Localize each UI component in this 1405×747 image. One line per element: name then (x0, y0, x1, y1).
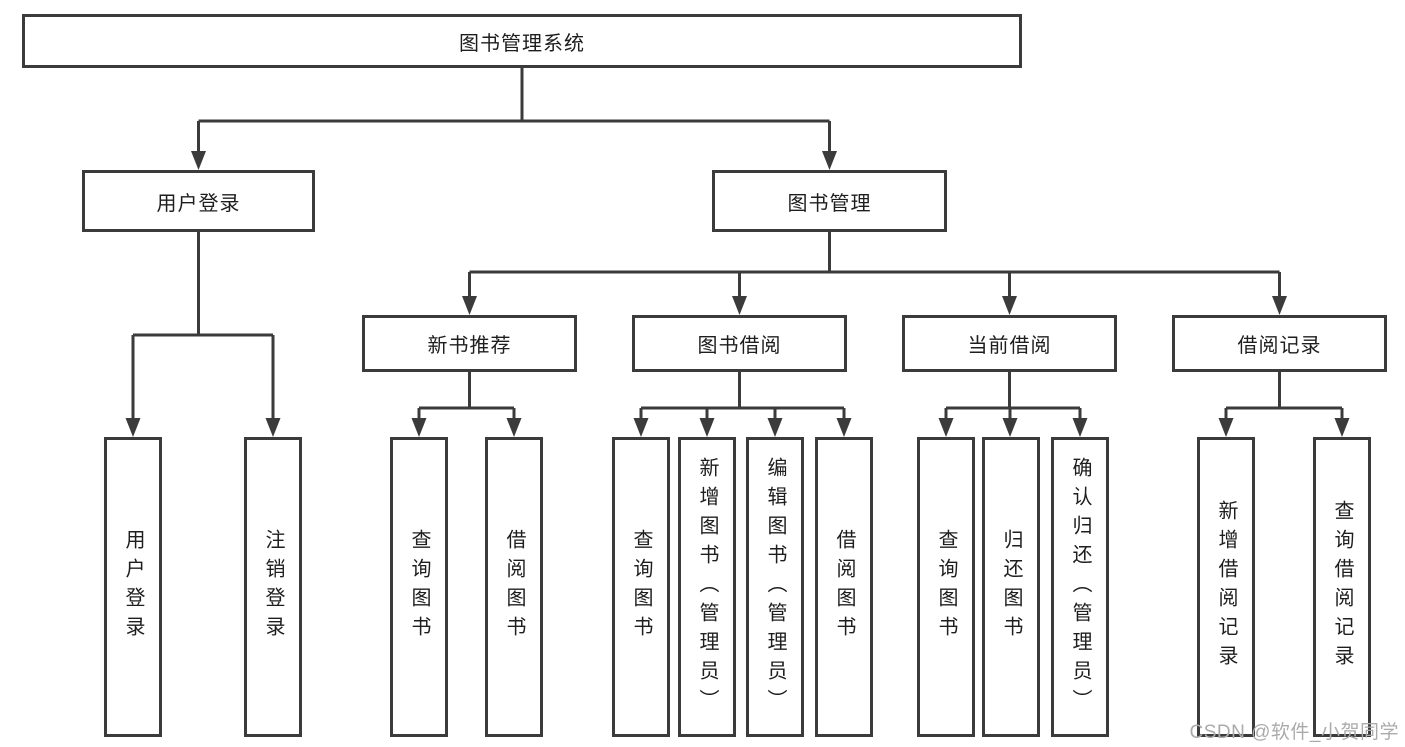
node-borrow-books-borrowing: 借阅图书 (815, 437, 873, 737)
node-label: 新增借阅记录 (1215, 500, 1237, 674)
node-label: 确认归还（管理员） (1069, 456, 1091, 718)
node-label: 借阅图书 (503, 529, 525, 645)
node-add-borrow-record: 新增借阅记录 (1197, 437, 1255, 737)
node-user-login: 用户登录 (82, 170, 315, 232)
node-label: 新增图书（管理员） (696, 456, 718, 718)
node-borrow-books-recommend: 借阅图书 (485, 437, 543, 737)
node-label: 编辑图书（管理员） (764, 456, 786, 718)
node-label: 用户登录 (122, 529, 144, 645)
node-label: 归还图书 (1000, 529, 1022, 645)
node-borrowing-records: 借阅记录 (1172, 315, 1387, 372)
node-query-books-current: 查询图书 (917, 437, 975, 737)
node-logout: 注销登录 (244, 437, 302, 737)
node-book-management: 图书管理 (712, 170, 947, 232)
node-label: 查询图书 (935, 529, 957, 645)
node-confirm-return-admin: 确认归还（管理员） (1051, 437, 1109, 737)
node-query-books-recommend: 查询图书 (390, 437, 448, 737)
node-add-books-admin: 新增图书（管理员） (678, 437, 736, 737)
node-book-borrowing: 图书借阅 (632, 315, 847, 372)
node-label: 借阅图书 (833, 529, 855, 645)
arrowheads (125, 151, 1350, 437)
node-new-book-recommendation: 新书推荐 (362, 315, 577, 372)
node-edit-books-admin: 编辑图书（管理员） (746, 437, 804, 737)
node-user-login-leaf: 用户登录 (104, 437, 162, 737)
node-label: 查询图书 (408, 529, 430, 645)
node-current-borrowing: 当前借阅 (902, 315, 1117, 372)
node-return-books: 归还图书 (982, 437, 1040, 737)
node-query-borrow-record: 查询借阅记录 (1313, 437, 1371, 737)
node-label: 查询借阅记录 (1331, 500, 1353, 674)
csdn-watermark: CSDN @软件_小贺同学 (1189, 722, 1399, 743)
node-label: 查询图书 (630, 529, 652, 645)
node-query-books-borrowing: 查询图书 (612, 437, 670, 737)
node-label: 注销登录 (262, 529, 284, 645)
node-library-management-system: 图书管理系统 (22, 14, 1022, 68)
